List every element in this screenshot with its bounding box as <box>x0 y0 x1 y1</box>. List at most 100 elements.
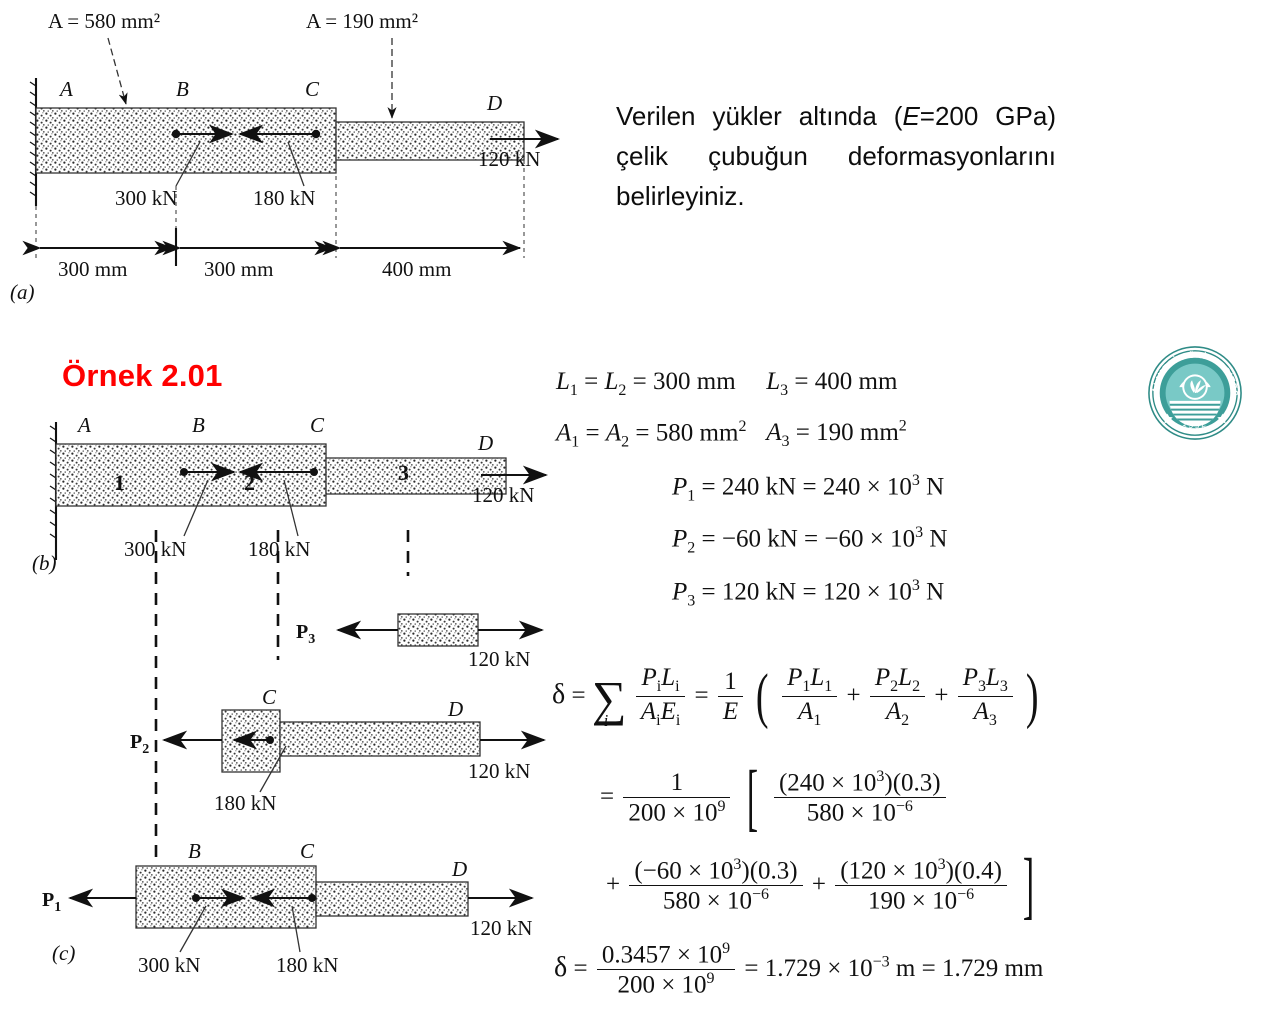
sub-1: 1 <box>569 382 578 399</box>
den-580e-6: 580 × 10 <box>662 887 753 915</box>
sym-A: A <box>798 697 814 725</box>
figure-b-caption: (b) <box>32 551 57 575</box>
sym-L: L <box>661 664 676 691</box>
figure-a-node-D: D <box>486 91 502 115</box>
fraction-term-1: (240 × 103)(0.3) 580 × 10−6 <box>773 768 946 828</box>
eq-sign: = <box>584 368 599 395</box>
fbd1-node-C: C <box>300 839 315 863</box>
section-cut-lines <box>26 530 566 930</box>
sub-1: 1 <box>813 711 822 729</box>
figure-a-dim-2: 300 mm <box>204 257 273 281</box>
substitution-line-2: + (−60 × 103)(0.3) 580 × 10−6 + (120 × 1… <box>606 848 1041 923</box>
eq-sign: = <box>701 577 716 605</box>
fbd1-load-120kn: 120 kN <box>470 916 532 940</box>
numerator-1: 1 <box>724 668 737 696</box>
figure-a-area-right-label: A = 190 mm² <box>306 9 418 33</box>
fbd3-load-120kn: 120 kN <box>468 647 530 671</box>
sub-3: 3 <box>781 433 790 451</box>
paren-open: ( <box>756 662 769 731</box>
exp-9: 9 <box>717 797 726 815</box>
sym-P2: P <box>672 525 688 553</box>
figure-a-load-300kn: 300 kN <box>115 186 177 210</box>
sym-L3: L <box>766 368 781 395</box>
delta-symbol: δ <box>554 951 568 983</box>
result-scientific: 1.729 × 10 <box>764 954 873 982</box>
numerator-1: 1 <box>670 768 684 796</box>
value-580mm2: 580 mm <box>655 419 739 447</box>
p3-kn: 120 kN <box>721 577 797 605</box>
denominator-200e9: 200 × 10 <box>628 798 718 826</box>
figure-b-node-C: C <box>310 413 325 437</box>
sub-1: 1 <box>824 678 833 695</box>
factor-0-4: )(0.4) <box>945 857 1002 885</box>
sym-L2: L <box>604 368 619 395</box>
figure-b-segment-1: 1 <box>114 470 125 495</box>
unit-N: N <box>926 473 945 501</box>
unit-N: N <box>926 577 945 605</box>
prose-line-1-a: Verilen yükler altında ( <box>616 101 903 131</box>
sub-3: 3 <box>977 678 986 695</box>
prose-line-3: belirleyiniz. <box>616 181 745 211</box>
university-logo: BALIKESİR ÜNİVERSİTESİ 1992 <box>1146 344 1244 442</box>
delta-symbol: δ <box>552 679 566 711</box>
eq-sign: = <box>694 682 709 710</box>
sym-A: A <box>640 697 657 725</box>
prose-line-2: çelik çubuğun deformasyonlarını <box>616 141 1056 171</box>
value-400mm: 400 mm <box>814 368 898 395</box>
eq-sign: = <box>701 525 716 553</box>
exp-3: 3 <box>733 856 742 873</box>
sym-A3: A <box>766 419 782 447</box>
prose-line-1-b: =200 GPa) <box>919 101 1056 131</box>
fbd2-force-label: P2 <box>130 731 149 757</box>
figure-b-node-A: A <box>76 413 91 437</box>
figure-b-node-B: B <box>192 413 205 437</box>
sub-2: 2 <box>912 678 921 695</box>
value-190mm2: 190 mm <box>816 419 899 447</box>
sum-index: i <box>603 711 609 731</box>
denominator-E: E <box>717 696 744 727</box>
fbd1-force-label: P1 <box>42 889 61 915</box>
figure-a-dim-3: 400 mm <box>382 257 451 281</box>
sym-A: A <box>973 697 989 725</box>
num-120e3: (120 × 10 <box>840 857 938 885</box>
plus-sign: + <box>846 682 861 710</box>
value-300mm: 300 mm <box>653 368 736 395</box>
figure-b-segment-2: 2 <box>244 470 255 495</box>
exp-minus-6: −6 <box>957 886 975 904</box>
exp-3: 3 <box>876 768 885 785</box>
sup-2: 2 <box>738 418 747 435</box>
sub-3: 3 <box>988 711 997 729</box>
exp-3: 3 <box>911 576 920 594</box>
figure-a-node-B: B <box>176 77 189 101</box>
sym-L: L <box>810 664 825 691</box>
fraction-PiLi-AiEi: PiLi AiEi <box>635 664 686 731</box>
fbd2-load-180kn: 180 kN <box>214 791 276 815</box>
fraction-P3L3-A3: P3L3 A3 <box>957 664 1013 731</box>
exp-minus-6: −6 <box>752 886 770 904</box>
eq-sign: = <box>571 682 586 710</box>
exp-minus-6: −6 <box>895 798 913 816</box>
sub-2: 2 <box>687 539 696 557</box>
eq-sign: = <box>795 419 810 447</box>
fraction-term-2: (−60 × 103)(0.3) 580 × 10−6 <box>629 856 803 916</box>
den-200e9: 200 × 10 <box>617 971 707 999</box>
given-lengths-areas: L1 = L2 = 300 mm L3 = 400 mm A1 = A2 = 5… <box>556 364 907 460</box>
fraction-term-3: (120 × 103)(0.4) 190 × 10−6 <box>835 856 1007 916</box>
fbd1-load-300kn: 300 kN <box>138 953 200 977</box>
sub-3: 3 <box>687 591 696 609</box>
figure-a-caption: (a) <box>10 280 35 304</box>
force-row-1: P1 = 240 kN = 240 × 103 N <box>672 462 947 514</box>
sym-P: P <box>641 664 657 691</box>
figure-a-area-left-label: A = 580 mm² <box>48 9 160 33</box>
sym-P: P <box>962 664 978 691</box>
fbd2-load-120kn: 120 kN <box>468 759 530 783</box>
figure-a-load-180kn: 180 kN <box>253 186 315 210</box>
eq-sign: = <box>744 954 759 982</box>
den-580e-6: 580 × 10 <box>806 799 896 827</box>
eq-sign: = <box>600 782 615 810</box>
figure-b-node-D: D <box>477 431 493 455</box>
sub-1: 1 <box>802 678 811 695</box>
bracket-open: [ <box>746 756 758 840</box>
sym-P: P <box>874 664 891 691</box>
fraction-P1L1-A1: P1L1 A1 <box>782 664 838 731</box>
